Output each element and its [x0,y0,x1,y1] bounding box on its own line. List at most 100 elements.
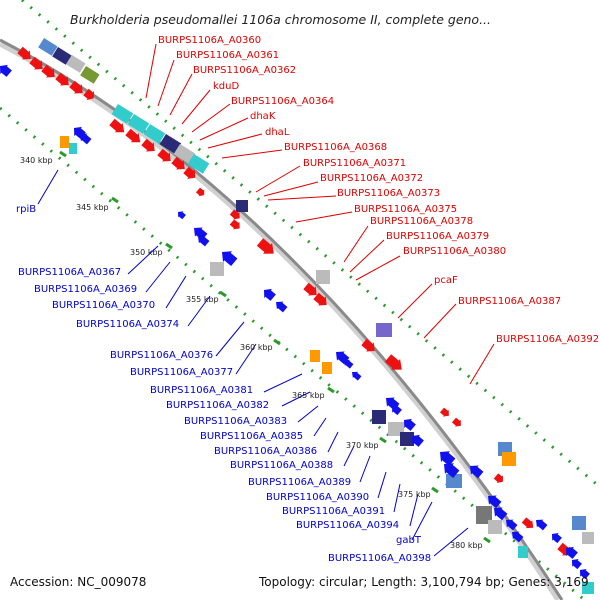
gene-arrow[interactable] [440,459,461,480]
gene-arrow[interactable] [408,431,425,448]
gene-label[interactable]: BURPS1106A_A0372 [320,173,423,184]
gene-arrow[interactable] [195,232,211,247]
gene-arrow[interactable] [302,281,320,299]
label-connector [157,59,175,107]
gene-label[interactable]: BURPS1106A_A0392 [496,334,599,345]
gene-arrow[interactable] [40,63,58,81]
gene-label[interactable]: BURPS1106A_A0368 [284,142,387,153]
gene-arrow[interactable] [503,516,519,531]
gene-label[interactable]: BURPS1106A_A0382 [166,400,269,411]
gene-arrow[interactable] [229,218,243,232]
tick-label-350: 350 kbp [130,248,163,257]
gene-arrow[interactable] [77,130,93,145]
gene-arrow[interactable] [562,543,579,560]
gene-label[interactable]: BURPS1106A_A0370 [52,300,155,311]
gene-arrow[interactable] [577,566,591,580]
gene-label[interactable]: dhaL [265,127,290,138]
gene-label[interactable]: BURPS1106A_A0385 [200,431,303,442]
gene-arrow[interactable] [28,55,46,73]
gene-arrow[interactable] [451,417,464,430]
gene-arrow[interactable] [341,357,354,370]
gene-arrow[interactable] [312,291,330,309]
gene-arrow[interactable] [521,516,537,531]
gene-arrow[interactable] [124,127,144,146]
gene-arrow[interactable] [549,530,563,544]
gene-arrow[interactable] [436,447,457,468]
gene-label[interactable]: BURPS1106A_A0381 [150,385,253,396]
gene-arrow[interactable] [156,147,174,165]
gene-arrow[interactable] [493,472,506,485]
gene-arrow[interactable] [389,402,403,416]
gene-arrow[interactable] [0,61,13,78]
tick-label-340: 340 kbp [20,156,53,165]
label-connector [181,89,211,125]
gene-label[interactable]: BURPS1106A_A0388 [230,460,333,471]
gene-arrow[interactable] [360,337,378,355]
gene-arrow[interactable] [484,491,502,509]
tick-label-355: 355 kbp [186,295,219,304]
gene-arrow[interactable] [195,187,207,199]
gene-label[interactable]: BURPS1106A_A0362 [193,65,296,76]
gene-arrow[interactable] [384,353,407,375]
gene-label[interactable]: BURPS1106A_A0360 [158,35,261,46]
gene-label[interactable]: BURPS1106A_A0389 [248,477,351,488]
gene-arrow[interactable] [256,237,279,259]
gene-label[interactable]: BURPS1106A_A0379 [386,231,489,242]
gene-label[interactable]: pcaF [434,275,458,286]
gene-label[interactable]: rpiB [16,204,36,215]
gene-arrow[interactable] [175,209,186,220]
gene-arrow[interactable] [54,71,72,89]
gene-label[interactable]: BURPS1106A_A0374 [76,319,179,330]
gene-arrow[interactable] [68,79,86,97]
gene-label[interactable]: kduD [213,81,239,92]
gene-arrow[interactable] [140,137,158,155]
label-connector [355,255,401,281]
gene-arrow[interactable] [170,155,188,173]
gene-label[interactable]: BURPS1106A_A0386 [214,446,317,457]
gene-label[interactable]: BURPS1106A_A0398 [328,553,431,564]
label-connector [409,493,419,527]
gene-label[interactable]: BURPS1106A_A0376 [110,350,213,361]
gene-arrow[interactable] [569,556,583,570]
gene-arrow[interactable] [182,165,199,182]
gene-arrow[interactable] [218,247,239,268]
gene-label[interactable]: BURPS1106A_A0373 [337,188,440,199]
gene-arrow[interactable] [108,117,128,136]
gene-label[interactable]: BURPS1106A_A0364 [231,96,334,107]
gene-arrow[interactable] [533,516,549,531]
gene-arrow[interactable] [509,528,525,543]
gene-label[interactable]: BURPS1106A_A0391 [282,506,385,517]
gene-arrow[interactable] [490,503,508,521]
gene-label[interactable]: BURPS1106A_A0371 [303,158,406,169]
gene-label[interactable]: BURPS1106A_A0390 [266,492,369,503]
gene-label[interactable]: gabT [396,535,422,546]
gene-label[interactable]: BURPS1106A_A0394 [296,520,399,531]
gene-label[interactable]: BURPS1106A_A0369 [34,284,137,295]
gene-arrow[interactable] [349,369,362,382]
tick-mark [273,338,281,346]
gene-arrow[interactable] [82,87,97,103]
gene-label[interactable]: dhaK [250,111,276,122]
gene-label[interactable]: BURPS1106A_A0387 [458,296,561,307]
gene-arrow[interactable] [466,461,484,479]
label-connector [267,195,337,201]
label-connector [37,169,59,205]
label-connector [127,245,159,275]
gene-label[interactable]: BURPS1106A_A0380 [403,246,506,257]
gene-arrow[interactable] [229,208,243,222]
label-connector [393,483,401,513]
gene-label[interactable]: BURPS1106A_A0378 [370,216,473,227]
gene-arrow[interactable] [273,298,289,313]
gene-label[interactable]: BURPS1106A_A0367 [18,267,121,278]
label-connector [165,275,187,309]
gene-label[interactable]: BURPS1106A_A0377 [130,367,233,378]
gene-label[interactable]: BURPS1106A_A0361 [176,50,279,61]
gene-arrow[interactable] [439,407,452,420]
label-connector [207,133,263,149]
gene-arrow[interactable] [260,285,277,302]
gene-label[interactable]: BURPS1106A_A0383 [184,416,287,427]
gene-arrow[interactable] [16,45,34,63]
gene-arrow[interactable] [400,415,417,432]
gene-label[interactable]: BURPS1106A_A0375 [354,204,457,215]
label-connector [297,405,319,423]
